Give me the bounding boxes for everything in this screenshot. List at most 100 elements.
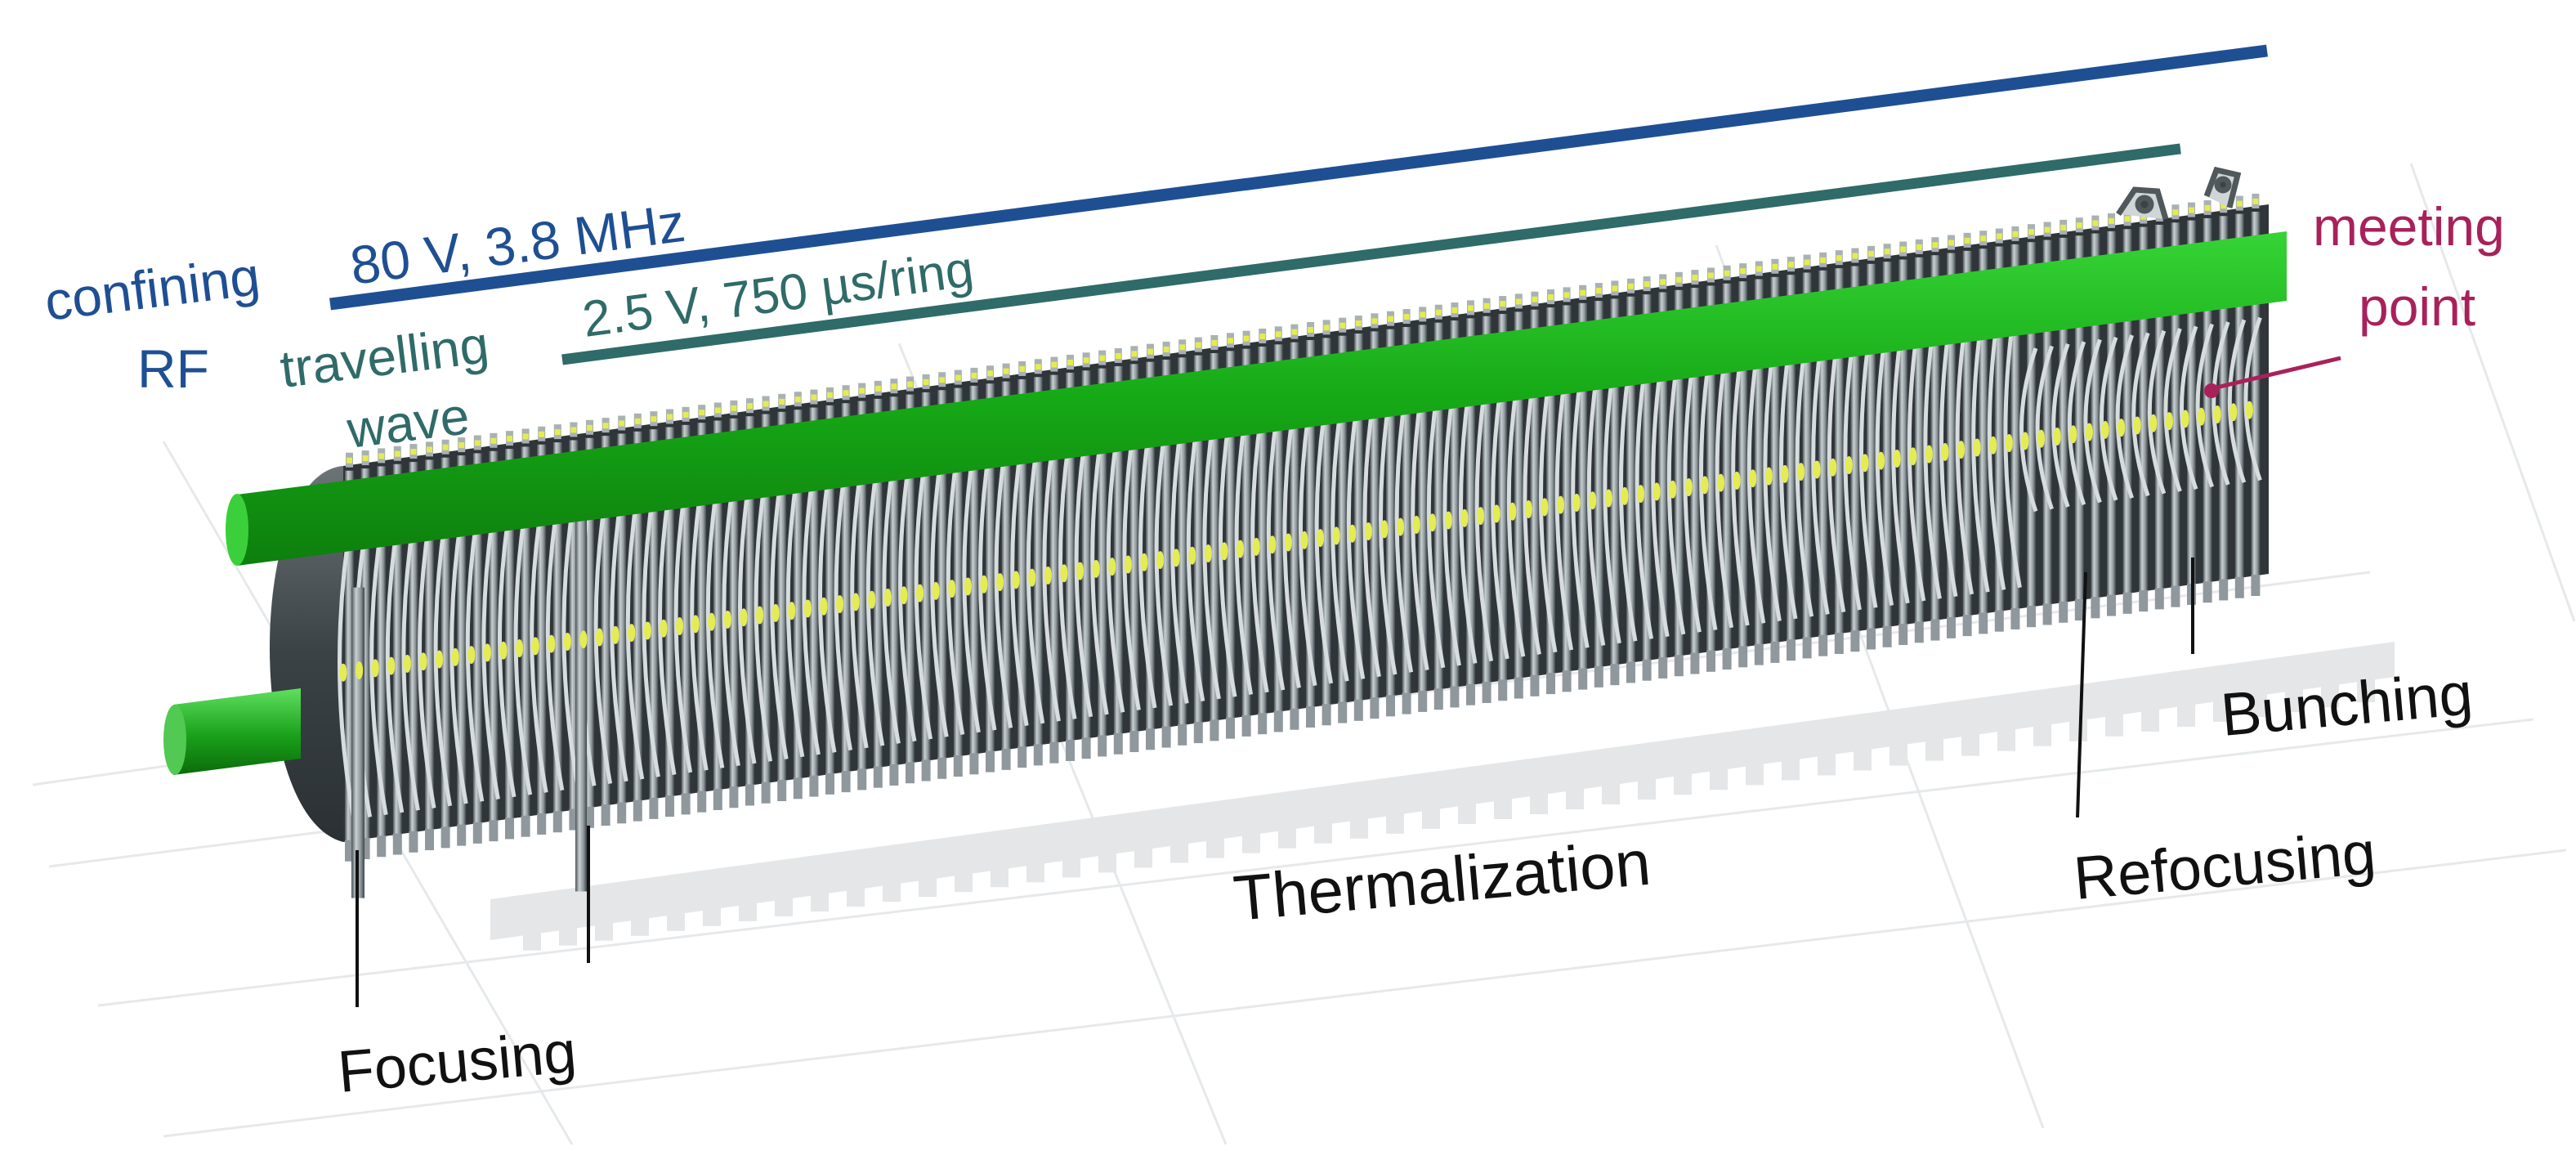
ion-dot bbox=[1572, 493, 1581, 512]
ion-dot bbox=[1284, 533, 1292, 552]
bottom-tooth bbox=[1433, 688, 1443, 710]
ion-dot bbox=[1813, 460, 1821, 479]
shadow-tooth bbox=[2105, 711, 2123, 737]
ion-dot bbox=[1268, 535, 1277, 554]
bottom-tooth bbox=[617, 802, 627, 824]
ion-dot bbox=[2198, 407, 2206, 426]
ring-electrode bbox=[1210, 352, 1219, 722]
ion-dot bbox=[2101, 420, 2109, 439]
bottom-tooth bbox=[392, 833, 402, 855]
ion-dot bbox=[1252, 537, 1260, 556]
comb-tip bbox=[1067, 359, 1073, 365]
comb-tip bbox=[1515, 298, 1522, 305]
ion-dot bbox=[643, 621, 651, 640]
ring-electrode bbox=[1241, 348, 1251, 717]
ion-dot bbox=[691, 615, 700, 634]
bottom-tooth bbox=[857, 768, 867, 790]
ring-electrode bbox=[713, 420, 722, 790]
comb-tip bbox=[1275, 331, 1281, 338]
bottom-tooth bbox=[1482, 681, 1491, 703]
bottom-tooth bbox=[409, 831, 418, 853]
bottom-tooth bbox=[986, 750, 995, 773]
guide-rod-icon bbox=[226, 231, 2287, 566]
comb-tip bbox=[1980, 235, 1987, 242]
ring-electrode bbox=[2042, 240, 2052, 606]
comb-tip bbox=[794, 396, 801, 403]
ion-dot bbox=[2021, 432, 2029, 450]
comb-tip bbox=[1403, 314, 1410, 320]
comb-tip bbox=[1308, 327, 1313, 333]
bottom-tooth bbox=[1818, 634, 1828, 656]
bottom-tooth bbox=[889, 764, 899, 786]
bottom-tooth bbox=[1146, 728, 1155, 750]
ion-dot bbox=[1477, 507, 1485, 526]
ion-dot bbox=[2165, 412, 2173, 431]
ring-electrode bbox=[409, 462, 418, 833]
bottom-tooth bbox=[2122, 592, 2132, 614]
bottom-tooth bbox=[825, 773, 834, 795]
mount-bracket-icon bbox=[2116, 166, 2242, 220]
comb-tip bbox=[1131, 351, 1138, 357]
comb-tip bbox=[1868, 250, 1874, 257]
shadow-tooth bbox=[1746, 760, 1764, 786]
comb-tip bbox=[1595, 288, 1602, 294]
ion-dot bbox=[2245, 401, 2253, 419]
comb-tip bbox=[2028, 229, 2034, 235]
comb-tip bbox=[1451, 307, 1458, 314]
ring-bore-edge bbox=[2035, 345, 2054, 510]
ion-dot bbox=[371, 659, 379, 678]
ion-dot bbox=[964, 577, 972, 596]
bottom-tooth bbox=[873, 766, 883, 788]
ion-dot bbox=[676, 617, 684, 636]
ring-electrode bbox=[2059, 237, 2068, 603]
ring-electrode bbox=[1947, 253, 1956, 619]
bottom-tooth bbox=[1754, 643, 1764, 665]
ion-dot bbox=[788, 602, 796, 620]
ion-dot bbox=[980, 575, 988, 593]
bottom-tooth bbox=[360, 837, 370, 859]
bottom-tooth bbox=[1898, 624, 1908, 646]
bottom-tooth bbox=[633, 799, 642, 822]
confining-label: confining bbox=[42, 245, 263, 332]
comb-tip bbox=[378, 453, 385, 459]
bottom-tooth bbox=[1418, 690, 1428, 712]
bottom-tooth bbox=[953, 755, 963, 777]
bottom-tooth bbox=[793, 777, 803, 799]
bottom-tooth bbox=[1466, 683, 1475, 705]
ring-electrode bbox=[2074, 235, 2084, 602]
bottom-tooth bbox=[1787, 639, 1796, 661]
ring-electrode bbox=[1867, 263, 1876, 630]
ring-electrode bbox=[392, 464, 402, 835]
comb-tip bbox=[971, 372, 977, 378]
ion-dot bbox=[1652, 482, 1661, 501]
comb-tip bbox=[394, 450, 400, 457]
ion-dot bbox=[836, 595, 844, 614]
shadow-tooth bbox=[1890, 741, 1907, 766]
ion-dot bbox=[1909, 447, 1917, 466]
ring-electrode bbox=[986, 383, 995, 753]
shadow-tooth bbox=[1170, 838, 1188, 863]
bottom-tooth bbox=[1081, 737, 1091, 759]
ring-electrode bbox=[425, 459, 434, 831]
bottom-tooth bbox=[1947, 616, 1956, 638]
comb-tip bbox=[362, 455, 369, 462]
shadow-tooth bbox=[1782, 755, 1800, 781]
ring-electrode bbox=[729, 418, 739, 789]
ring-electrode bbox=[953, 387, 963, 758]
ring-electrode bbox=[2010, 244, 2020, 610]
shadow-tooth bbox=[631, 911, 649, 936]
shadow-tooth bbox=[775, 891, 793, 916]
ion-dot bbox=[2229, 403, 2238, 422]
comb-tip bbox=[939, 377, 946, 383]
ring-electrode bbox=[1466, 318, 1475, 686]
ring-electrode bbox=[2091, 233, 2100, 599]
ion-dot bbox=[611, 625, 619, 644]
ion-dot bbox=[1076, 562, 1085, 580]
comb-tip bbox=[2060, 224, 2067, 231]
ion-dot bbox=[1829, 458, 1837, 477]
comb-tip bbox=[2252, 198, 2259, 204]
bottom-tooth bbox=[1738, 646, 1748, 668]
bottom-tooth bbox=[1994, 610, 2004, 632]
shadow-tooth bbox=[2213, 697, 2231, 723]
bottom-tooth bbox=[649, 797, 659, 819]
